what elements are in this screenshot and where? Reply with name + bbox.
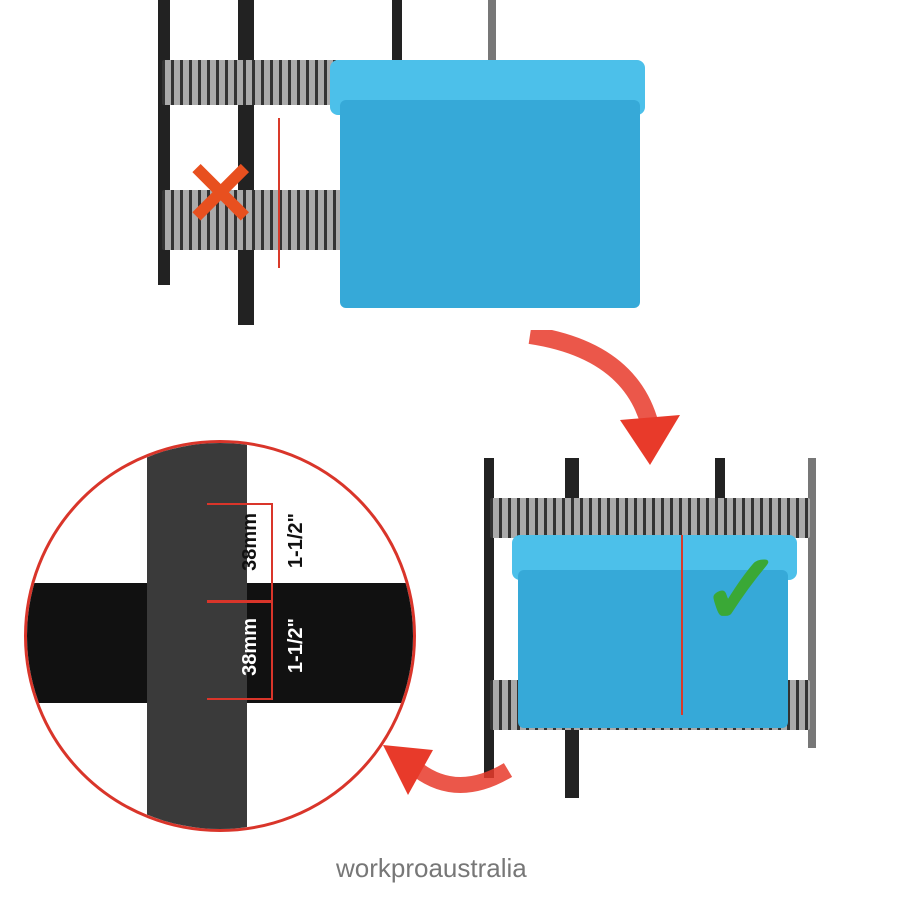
upright-post — [147, 443, 247, 829]
label-metric: 38mm — [239, 513, 261, 571]
wire-shelf — [490, 498, 810, 538]
storage-box — [518, 570, 788, 728]
spacing-bracket — [207, 601, 273, 700]
watermark: workproaustralia — [336, 853, 527, 883]
label-imperial: 1-1/2" — [285, 618, 307, 674]
shelf-post — [488, 0, 496, 70]
shelf-post — [392, 0, 402, 80]
arrow-down-icon — [520, 326, 680, 475]
label-imperial: 1-1/2" — [285, 513, 307, 569]
shelf-post — [808, 458, 816, 748]
height-indicator — [681, 535, 683, 715]
detail-callout: 38mm 1-1/2" 38mm 1-1/2" — [24, 440, 416, 832]
arrow-left-icon — [378, 725, 518, 820]
storage-box — [340, 100, 640, 308]
shelf-post — [484, 458, 494, 778]
height-indicator — [278, 118, 280, 268]
check-mark-icon: ✓ — [700, 534, 784, 646]
x-mark-icon: ✕ — [183, 145, 259, 245]
label-metric: 38mm — [239, 618, 261, 676]
wire-shelf — [162, 190, 362, 250]
